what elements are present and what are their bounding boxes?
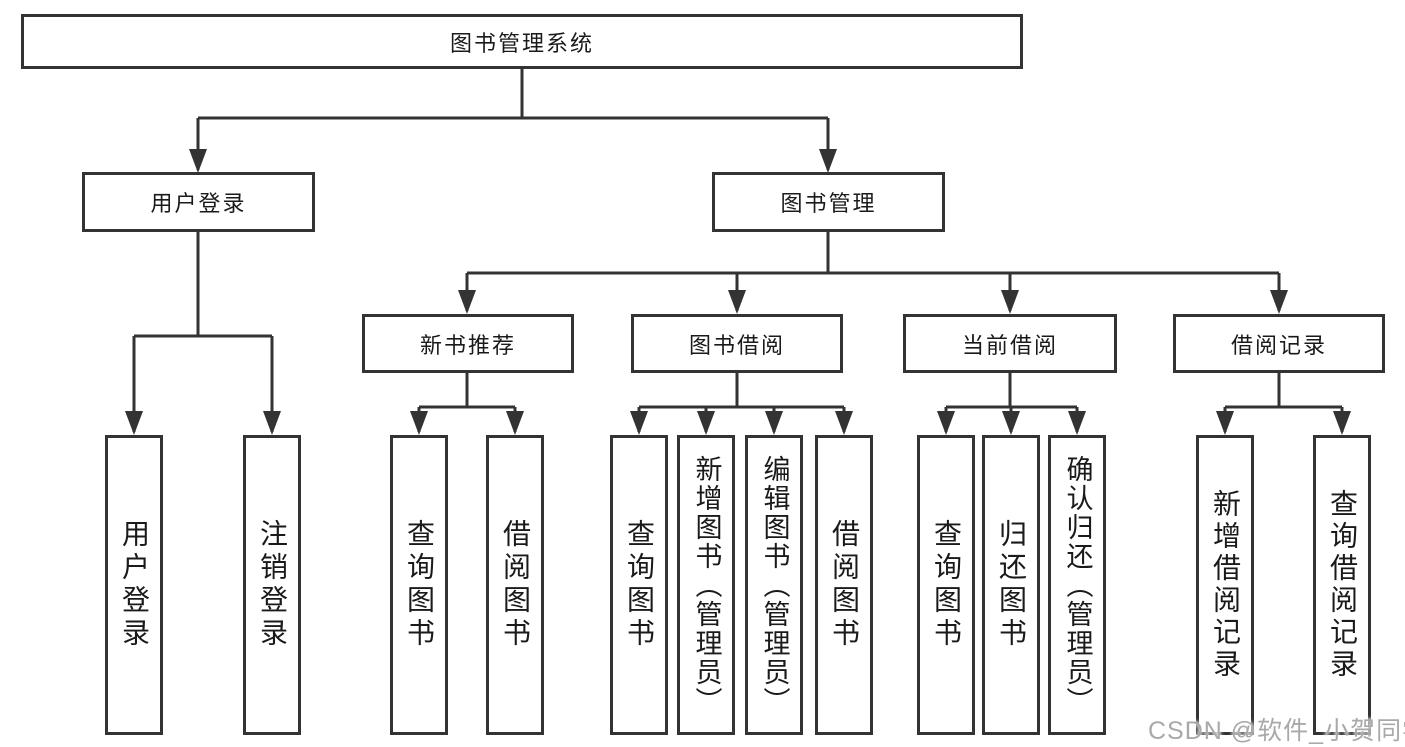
node-book-borrowing: 图书借阅 — [631, 314, 843, 373]
node-label: 注销登录 — [257, 519, 288, 651]
node-leaf-confirm-return-admin: 确认归还（管理员） — [1048, 435, 1106, 735]
node-current-borrowing: 当前借阅 — [903, 314, 1117, 373]
node-label: 借阅记录 — [1230, 332, 1327, 358]
node-new-book-recommend: 新书推荐 — [362, 314, 574, 373]
csdn-watermark: CSDN @软件_小贺同学 — [1148, 717, 1405, 745]
node-label: 归还图书 — [996, 519, 1027, 651]
node-label: 图书管理 — [780, 191, 877, 216]
node-leaf-add-books-admin: 新增图书（管理员） — [677, 435, 735, 735]
node-label: 查询图书 — [931, 519, 962, 651]
node-label: 查询图书 — [404, 519, 435, 651]
node-label: 新书推荐 — [419, 332, 516, 358]
node-borrowing-records: 借阅记录 — [1173, 314, 1385, 373]
node-leaf-edit-books-admin: 编辑图书（管理员） — [745, 435, 803, 735]
node-leaf-query-books-current: 查询图书 — [917, 435, 975, 735]
node-leaf-user-login: 用户登录 — [105, 435, 163, 735]
node-root-label: 图书管理系统 — [449, 30, 594, 56]
node-label: 新增图书（管理员） — [691, 454, 722, 716]
node-leaf-query-borrow-record: 查询借阅记录 — [1313, 435, 1371, 735]
node-user-login-branch: 用户登录 — [82, 172, 315, 232]
node-label: 借阅图书 — [829, 519, 860, 651]
node-leaf-add-borrow-record: 新增借阅记录 — [1196, 435, 1254, 735]
node-leaf-query-books-recommend: 查询图书 — [390, 435, 448, 735]
node-book-management-branch: 图书管理 — [712, 172, 945, 232]
node-root-library-system: 图书管理系统 — [21, 14, 1023, 69]
node-label: 编辑图书（管理员） — [759, 454, 790, 716]
node-leaf-borrow-books-borrowing: 借阅图书 — [815, 435, 873, 735]
node-leaf-borrow-books-recommend: 借阅图书 — [486, 435, 544, 735]
node-leaf-query-books-borrowing: 查询图书 — [610, 435, 668, 735]
node-label: 查询图书 — [624, 519, 655, 651]
node-label: 新增借阅记录 — [1210, 489, 1241, 681]
node-label: 借阅图书 — [500, 519, 531, 651]
node-label: 确认归还（管理员） — [1062, 454, 1093, 716]
node-label: 用户登录 — [150, 191, 247, 216]
node-label: 当前借阅 — [961, 332, 1058, 358]
node-label: 用户登录 — [119, 519, 150, 651]
node-leaf-return-books: 归还图书 — [982, 435, 1040, 735]
node-leaf-logout: 注销登录 — [243, 435, 301, 735]
node-label: 查询借阅记录 — [1327, 489, 1358, 681]
node-label: 图书借阅 — [688, 332, 785, 358]
